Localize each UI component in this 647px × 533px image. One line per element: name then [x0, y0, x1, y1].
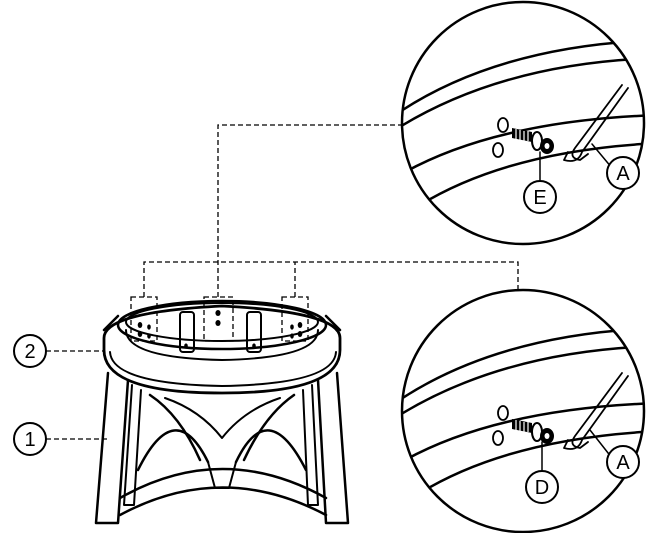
callout-a-bottom-label: A — [616, 452, 630, 474]
ring-bolt-holes — [137, 310, 303, 349]
callout-d-label: D — [535, 477, 549, 499]
callout-d: D — [525, 470, 559, 504]
hex-key-a-bottom — [563, 372, 629, 459]
leader-lines — [46, 124, 519, 440]
callout-a-top: A — [606, 156, 640, 190]
stool-illustration — [94, 296, 350, 525]
detail-view-top — [400, 0, 646, 246]
callout-part-2-label: 2 — [24, 341, 35, 363]
callout-a-top-label: A — [616, 163, 630, 185]
stool-legs — [94, 371, 350, 525]
callout-part-1-label: 1 — [24, 429, 35, 451]
callout-a-bottom: A — [606, 445, 640, 479]
callout-e: E — [523, 180, 557, 214]
callout-part-2: 2 — [13, 334, 47, 368]
stool-ring — [102, 299, 342, 395]
bolt-d — [512, 419, 554, 471]
bolt-e — [512, 128, 554, 181]
detail-view-bottom — [400, 288, 646, 533]
callout-part-1: 1 — [13, 422, 47, 456]
callout-e-label: E — [533, 187, 546, 209]
